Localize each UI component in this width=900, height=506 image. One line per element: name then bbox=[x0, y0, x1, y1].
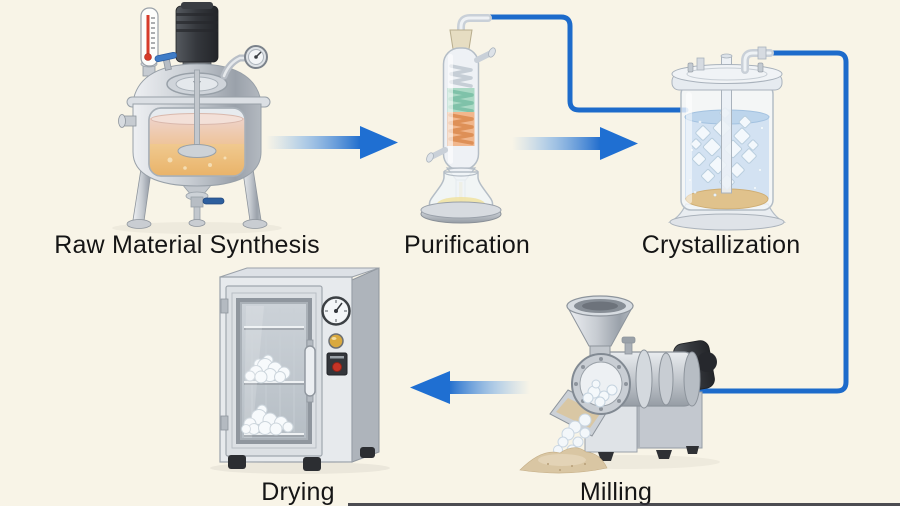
crystallizer-vessel-illustration bbox=[667, 46, 787, 231]
control-panel bbox=[326, 352, 348, 376]
reactor-liquid bbox=[149, 118, 245, 176]
flow-arrow-synthesis-to-purification bbox=[266, 126, 398, 159]
pipe-purification-to-crystallization bbox=[483, 14, 689, 113]
milling-machine-illustration bbox=[519, 295, 720, 474]
flow-arrow-purification-to-crystallization bbox=[512, 127, 638, 160]
drying-crystals-top bbox=[244, 354, 291, 384]
drying-crystals-bottom bbox=[241, 404, 294, 436]
drying-oven-illustration bbox=[210, 267, 390, 474]
shoulder-valve bbox=[154, 51, 178, 71]
drain-valve-handle bbox=[202, 197, 225, 205]
distillation-column-illustration bbox=[420, 14, 502, 224]
pressure-gauge bbox=[244, 45, 268, 69]
reactor-vessel-illustration bbox=[112, 2, 282, 234]
stage-label-drying: Drying bbox=[261, 478, 335, 506]
grinding-head bbox=[571, 353, 631, 415]
thermometer bbox=[140, 7, 159, 77]
indicator-light bbox=[328, 333, 344, 349]
door-handle bbox=[304, 345, 316, 397]
feed-hopper bbox=[566, 295, 634, 368]
stage-label-milling: Milling bbox=[579, 478, 653, 506]
stage-label-purification: Purification bbox=[403, 231, 531, 259]
stage-label-crystallization: Crystallization bbox=[641, 231, 801, 259]
flow-arrow-milling-to-drying bbox=[410, 371, 530, 404]
powder-pile bbox=[519, 447, 608, 474]
pipe-crystallization-to-milling bbox=[697, 50, 849, 394]
bottom-edge-strip bbox=[348, 503, 900, 506]
temperature-gauge bbox=[321, 296, 351, 326]
agitator-motor bbox=[175, 2, 219, 73]
stage-label-raw-material-synthesis: Raw Material Synthesis bbox=[54, 231, 320, 259]
